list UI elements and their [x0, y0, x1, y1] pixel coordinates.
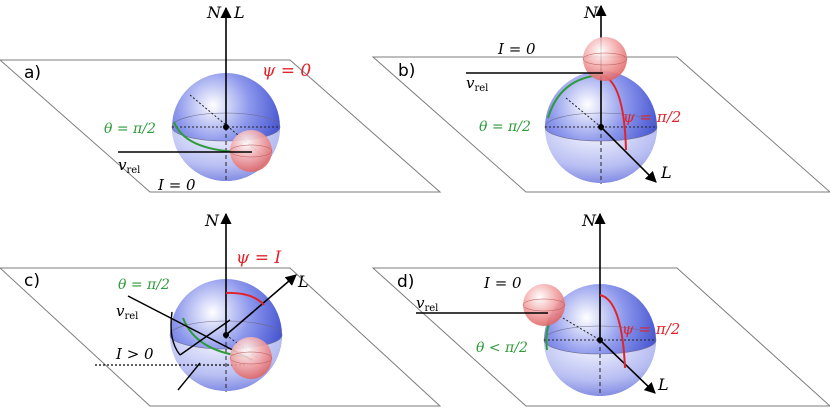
axis-l-label-c: L — [297, 272, 309, 291]
companion-equator-b — [582, 52, 628, 66]
vrel-line-c — [127, 295, 253, 361]
theta-label-d: θ < π/2 — [476, 340, 528, 356]
panel-a: a) N L ψ = 0 θ = π/2 vrel I = 0 — [0, 3, 442, 194]
theta-label-a: θ = π/2 — [104, 121, 156, 137]
psi-label-a: ψ = 0 — [262, 61, 311, 81]
axis-l-c — [225, 274, 297, 336]
theta-label-b: θ = π/2 — [479, 119, 531, 135]
psi-arc-c — [225, 291, 265, 306]
plane-b — [371, 56, 830, 193]
tilted-line-lower-c — [177, 362, 201, 391]
dotted-diagonal-b — [565, 97, 602, 128]
panel-label-d: d) — [397, 272, 414, 292]
panel-label-b: b) — [398, 61, 415, 81]
panel-c: c) N L ψ = I θ = π/2 vrel I > 0 — [0, 211, 442, 407]
vrel-label-c: vrel — [116, 302, 138, 322]
psi-label-d: ψ = π/2 — [622, 320, 680, 338]
dotted-diagonal-d — [555, 313, 601, 341]
vrel-label-b: vrel — [466, 74, 488, 94]
companion-sphere-d — [523, 284, 565, 326]
theta-label-c: θ = π/2 — [118, 277, 170, 293]
companion-sphere-a — [230, 130, 272, 172]
axis-l-label-a: L — [233, 3, 245, 22]
psi-arc-d — [599, 294, 626, 369]
panel-label-a: a) — [24, 63, 41, 83]
axis-n-label-d: N — [581, 211, 597, 230]
plane-d — [371, 267, 830, 407]
companion-equator-d — [522, 298, 566, 312]
theta-arc-d — [545, 323, 550, 351]
panel-label-c: c) — [24, 271, 40, 291]
plane-c — [0, 267, 442, 407]
axis-n-label-b: N — [583, 3, 599, 22]
panel-b: b) N L I = 0 vrel θ = π/2 ψ = π/2 — [371, 3, 830, 193]
axis-n-label-a: N — [206, 3, 222, 22]
vrel-label-d: vrel — [416, 294, 438, 314]
companion-sphere-c — [230, 337, 272, 379]
companion-sphere-b — [583, 37, 627, 81]
axis-l-d — [599, 339, 656, 394]
axis-n-label-c: N — [204, 211, 220, 230]
psi-label-b: ψ = π/2 — [623, 108, 681, 126]
vrel-label-a: vrel — [118, 156, 140, 176]
plane-a — [0, 59, 442, 193]
axis-l-b — [600, 126, 657, 183]
inclination-label-c: I > 0 — [115, 345, 154, 363]
inclination-label-d: I = 0 — [483, 274, 522, 292]
companion-equator-c — [229, 351, 273, 365]
inclination-label-b: I = 0 — [497, 40, 536, 58]
inclination-label-a: I = 0 — [157, 176, 196, 194]
companion-equator-a — [229, 144, 273, 158]
axis-l-label-d: L — [657, 375, 669, 394]
axis-l-label-b: L — [660, 163, 672, 182]
panel-d: d) N L I = 0 vrel ψ = π/2 θ < π/2 — [371, 211, 830, 407]
tilted-orbit-line-c — [170, 311, 231, 356]
psi-label-c: ψ = I — [236, 248, 281, 268]
